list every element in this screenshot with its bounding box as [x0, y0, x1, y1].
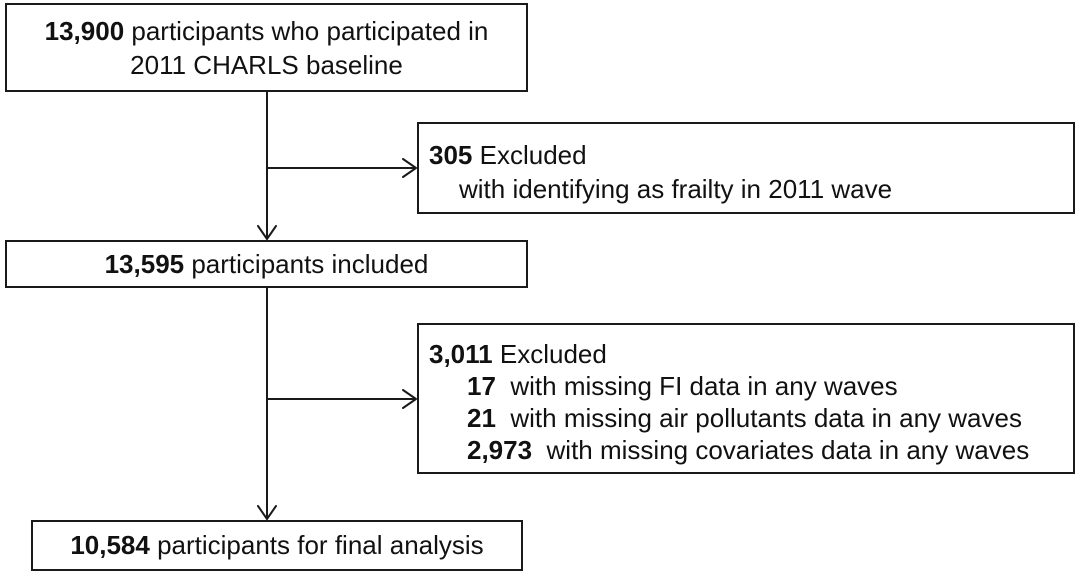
exclusion1-detail: with identifying as frailty in 2011 wave: [459, 174, 893, 204]
exclusion1-box: 305 Excluded with identifying as frailty…: [417, 122, 1075, 214]
arrowhead-exclusion1: [402, 158, 417, 178]
exclusion1-header: 305 Excluded: [429, 138, 1073, 172]
included-count: 13,595: [104, 249, 185, 279]
arrowhead-final: [257, 505, 277, 520]
final-count: 10,584: [70, 530, 150, 560]
baseline-box: 13,900 participants who participated in …: [5, 3, 528, 92]
exclusion2-label: Excluded: [492, 339, 607, 369]
exclusion2-item-fi-count: 17: [467, 371, 496, 401]
exclusion1-label: Excluded: [472, 140, 587, 170]
exclusion2-header: 3,011 Excluded: [429, 338, 1073, 370]
exclusion2-count: 3,011: [429, 339, 493, 369]
baseline-count: 13,900: [44, 16, 125, 46]
exclusion2-item-covariates-label: with missing covariates data in any wave…: [532, 435, 1030, 465]
exclusion2-item-air-label: with missing air pollutants data in any …: [495, 403, 1022, 433]
final-box: 10,584 participants for final analysis: [31, 520, 523, 571]
final-text: 10,584 participants for final analysis: [33, 528, 521, 562]
exclusion1-count: 305: [429, 140, 473, 170]
exclusion2-item-fi-label: with missing FI data in any waves: [495, 371, 898, 401]
arrowhead-exclusion2: [402, 389, 417, 409]
final-label: participants for final analysis: [149, 530, 484, 560]
included-box: 13,595 participants included: [5, 240, 528, 288]
baseline-text1: participants who participated in: [124, 16, 489, 46]
arrowhead-included: [257, 225, 277, 240]
included-text: 13,595 participants included: [7, 247, 526, 281]
exclusion2-item-air-count: 21: [467, 403, 496, 433]
exclusion2-item-air: 21 with missing air pollutants data in a…: [429, 402, 1073, 434]
exclusion2-box: 3,011 Excluded 17 with missing FI data i…: [417, 323, 1075, 474]
exclusion2-item-fi: 17 with missing FI data in any waves: [429, 370, 1073, 402]
included-label: participants included: [184, 249, 429, 279]
baseline-line1: 13,900 participants who participated in: [7, 14, 526, 48]
exclusion2-item-covariates: 2,973 with missing covariates data in an…: [429, 434, 1073, 466]
exclusion2-item-covariates-count: 2,973: [467, 435, 533, 465]
baseline-text2: 2011 CHARLS baseline: [130, 50, 403, 80]
